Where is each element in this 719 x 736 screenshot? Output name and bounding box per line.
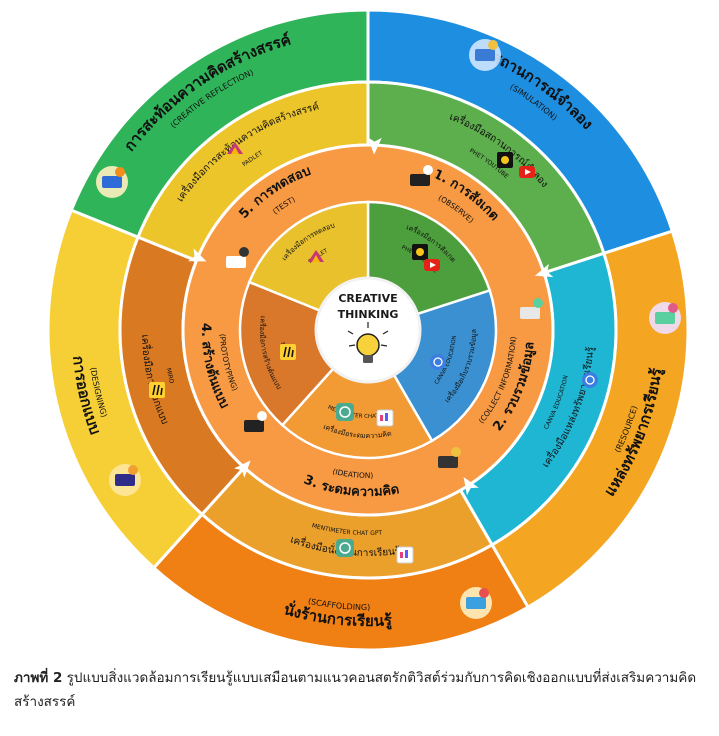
flow-arrow-icon	[233, 460, 251, 478]
chatgpt-icon	[336, 539, 354, 557]
observe-illustration-icon	[404, 164, 436, 196]
inner-sector-3	[280, 327, 434, 460]
center-title-line1: CREATIVE	[338, 292, 397, 305]
test-illustration-icon	[220, 246, 252, 278]
canva-icon	[582, 372, 598, 388]
mentimeter-icon	[376, 409, 394, 427]
middle-tools-4: MIRO	[165, 367, 175, 384]
phet-icon	[497, 152, 513, 168]
designing-illustration-icon	[109, 464, 141, 496]
resource-illustration-icon	[649, 302, 681, 334]
caption-text: รูปแบบสิ่งแวดล้อมการเรียนรู้แบบเสมือนตาม…	[14, 670, 697, 710]
flow-arrow-icon	[188, 248, 207, 262]
flow-arrow-icon	[463, 477, 479, 496]
lightbulb-icon	[347, 322, 389, 363]
chatgpt-icon	[336, 403, 354, 421]
flow-arrow-icon	[367, 137, 382, 155]
simulation-illustration-icon	[469, 39, 501, 71]
scaffolding-illustration-icon	[460, 587, 492, 619]
youtube-icon	[519, 166, 535, 178]
center-title-line2: THINKING	[338, 308, 399, 321]
figure-caption: ภาพที่ 2 รูปแบบสิ่งแวดล้อมการเรียนรู้แบบ…	[14, 666, 706, 714]
youtube-icon	[424, 259, 440, 271]
mentimeter-icon	[396, 546, 414, 564]
reflection-illustration-icon	[96, 166, 128, 198]
canva-icon	[430, 354, 446, 370]
collect-illustration-icon	[514, 297, 546, 329]
learning-environment-diagram: สถานการณ์จำลอง(SIMULATION)แหล่งทรัพยากรเ…	[46, 8, 690, 652]
caption-label: ภาพที่ 2	[14, 670, 63, 686]
phet-icon	[412, 244, 428, 260]
padlet-icon	[227, 142, 243, 154]
center-circle: CREATIVE THINKING	[314, 276, 422, 384]
prototyping-illustration-icon	[238, 410, 270, 442]
flow-arrow-icon	[534, 263, 554, 278]
ideation-illustration-icon	[432, 446, 464, 478]
padlet-icon	[308, 250, 324, 262]
miro-icon	[280, 344, 296, 360]
miro-icon	[149, 382, 165, 398]
